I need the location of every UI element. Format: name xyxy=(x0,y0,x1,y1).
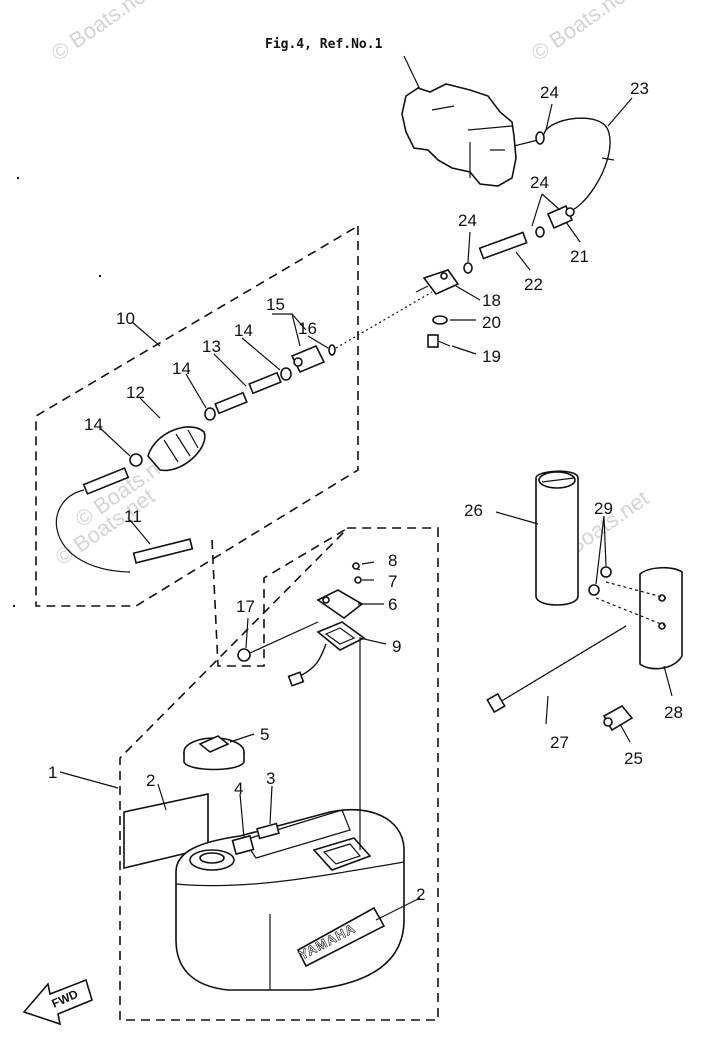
screw-8 xyxy=(352,562,360,570)
hose-13-b xyxy=(248,371,282,395)
fuel-cap-5 xyxy=(183,735,245,771)
callout-16: 16 xyxy=(298,319,317,338)
hose-assembly-boundary xyxy=(35,225,359,607)
callout-27: 27 xyxy=(550,733,569,752)
callout-12: 12 xyxy=(126,383,145,402)
watermark: © Boats.net xyxy=(527,0,636,66)
callout-18: 18 xyxy=(482,291,501,310)
callout-14-mid: 14 xyxy=(172,359,191,378)
screw-29-a xyxy=(600,566,612,578)
callout-28: 28 xyxy=(664,703,683,722)
forward-direction-arrow: FWD xyxy=(22,978,93,1026)
clip-14-c xyxy=(280,367,292,381)
callout-20: 20 xyxy=(482,313,501,332)
callout-15: 15 xyxy=(266,295,285,314)
washer-20 xyxy=(432,315,448,325)
callout-1: 1 xyxy=(48,763,57,782)
watermark: © Boats.net xyxy=(47,0,156,66)
hose-sleeve xyxy=(82,467,130,495)
callout-24-top: 24 xyxy=(540,83,559,102)
callout-14-right: 14 xyxy=(234,321,253,340)
handle-grip-26 xyxy=(535,470,579,606)
fuel-pickup-tube xyxy=(287,643,327,687)
hose-22 xyxy=(478,231,528,260)
callout-24-mid: 24 xyxy=(458,211,477,230)
fuel-line-routing xyxy=(211,527,349,667)
connector-15 xyxy=(290,344,326,374)
callout-numbers: 1 2 2 3 4 5 6 7 8 9 10 11 12 13 14 14 14… xyxy=(48,79,683,904)
clip-24-upper xyxy=(535,131,545,145)
fuel-tank-1: YAMAHA xyxy=(175,808,405,991)
clip-14-a xyxy=(129,453,143,467)
fuel-hose-23 xyxy=(543,117,615,215)
joint-18 xyxy=(415,269,460,295)
o-ring-16 xyxy=(328,344,336,356)
callout-22: 22 xyxy=(524,275,543,294)
callout-17: 17 xyxy=(236,597,255,616)
hose-13-a xyxy=(214,391,248,415)
callout-19: 19 xyxy=(482,347,501,366)
callout-3: 3 xyxy=(266,769,275,788)
figure-reference-label: Fig.4, Ref.No.1 xyxy=(265,37,383,52)
gasket-9 xyxy=(316,621,366,651)
leader-lines xyxy=(59,97,673,921)
callout-9: 9 xyxy=(392,637,401,656)
engine-reference-outline xyxy=(401,83,539,187)
callout-26: 26 xyxy=(464,501,483,520)
callout-14-left: 14 xyxy=(84,415,103,434)
callout-4: 4 xyxy=(234,779,243,798)
tank-assembly-boundary xyxy=(119,527,439,1021)
connector-21 xyxy=(546,204,575,230)
callout-10: 10 xyxy=(116,309,135,328)
hose-sleeve-11 xyxy=(132,538,194,564)
callout-21: 21 xyxy=(570,247,589,266)
callout-2-decal: 2 xyxy=(146,771,155,790)
clip-24-middle xyxy=(535,226,545,238)
screw-29-b xyxy=(588,584,600,596)
clip-14-b xyxy=(204,407,216,421)
callout-5: 5 xyxy=(260,725,269,744)
callout-2-tank: 2 xyxy=(416,885,425,904)
callout-8: 8 xyxy=(388,551,397,570)
callout-24-right: 24 xyxy=(530,173,549,192)
fuel-hose-11 xyxy=(55,489,131,573)
callout-25: 25 xyxy=(624,749,643,768)
fuel-gauge-6 xyxy=(316,589,364,619)
callout-13: 13 xyxy=(202,337,221,356)
callout-23: 23 xyxy=(630,79,649,98)
callout-29: 29 xyxy=(594,499,613,518)
washer-7 xyxy=(354,576,362,584)
bracket-28 xyxy=(595,566,683,670)
clip-24-lower xyxy=(463,262,473,274)
nut-17 xyxy=(237,648,251,662)
fitting-25 xyxy=(602,704,634,732)
callout-7: 7 xyxy=(388,572,397,591)
callout-11: 11 xyxy=(124,507,142,526)
tie-strap-27 xyxy=(486,625,627,714)
callout-6: 6 xyxy=(388,595,397,614)
bolt-19 xyxy=(427,334,451,348)
primer-bulb-12 xyxy=(147,426,206,472)
